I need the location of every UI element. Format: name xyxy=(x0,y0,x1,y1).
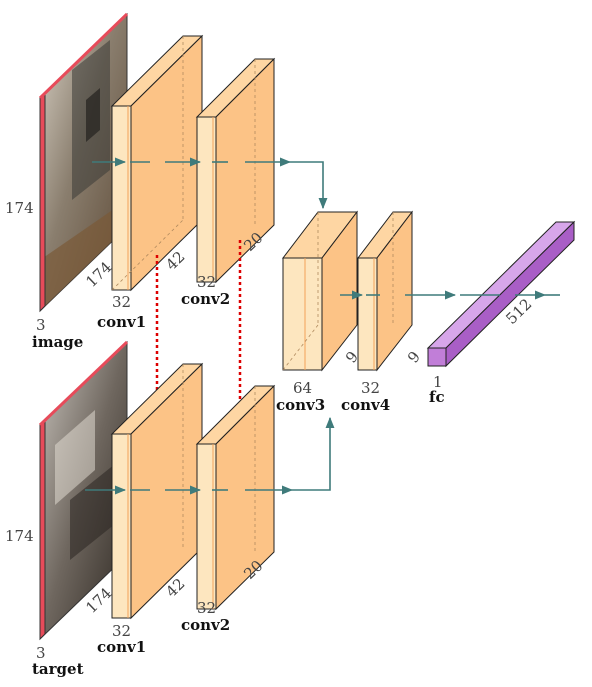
image-conv2-label: conv2 xyxy=(181,290,230,308)
conv4-label: conv4 xyxy=(341,396,390,414)
fc-block xyxy=(426,220,576,368)
target-conv2-label: conv2 xyxy=(181,616,230,634)
target-height-label: 174 xyxy=(5,527,34,545)
conv3-channels: 64 xyxy=(293,379,312,397)
target-channels-label: 3 xyxy=(36,644,46,662)
conv4-block xyxy=(356,210,414,372)
conv3-label: conv3 xyxy=(276,396,325,414)
target-flow-arrows xyxy=(85,416,335,495)
conv3-block xyxy=(281,210,359,372)
target-label: target xyxy=(32,660,84,678)
image-flow-arrows xyxy=(92,157,328,210)
target-conv2-channels: 32 xyxy=(197,599,216,617)
conv4-size: 9 xyxy=(404,348,424,367)
fc-depth: 1 xyxy=(433,373,443,391)
image-height-label: 174 xyxy=(5,199,34,217)
image-conv2-channels: 32 xyxy=(197,273,216,291)
target-conv1-channels: 32 xyxy=(112,622,131,640)
conv4-channels: 32 xyxy=(361,379,380,397)
image-label: image xyxy=(32,333,83,351)
target-conv1-block xyxy=(110,362,204,620)
image-conv2-block xyxy=(195,57,276,284)
image-conv1-label: conv1 xyxy=(97,313,146,331)
target-conv1-label: conv1 xyxy=(97,638,146,656)
target-conv2-block xyxy=(195,384,276,611)
image-input-block xyxy=(38,12,129,313)
image-conv1-channels: 32 xyxy=(112,293,131,311)
fc-label: fc xyxy=(429,388,445,406)
image-channels-label: 3 xyxy=(36,316,46,334)
target-input-block xyxy=(38,340,129,641)
